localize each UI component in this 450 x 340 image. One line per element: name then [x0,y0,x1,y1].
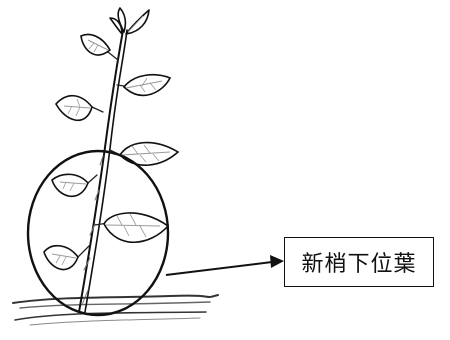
main-stem [78,29,128,313]
leaf-lower-left [51,173,89,198]
ground-line [12,294,219,326]
callout-label: 新梢下位葉 [284,237,434,287]
leaf-bottom-left [43,244,79,271]
leaf-upper-left [80,33,112,56]
leaf-lower-middle-right [118,141,180,166]
leaf-middle-right [122,73,172,97]
leaf-top-bud [109,7,150,35]
petioles [77,51,125,258]
leaf-middle-left [55,94,93,121]
highlight-circle [26,149,170,317]
leaf-lower-right [103,212,170,244]
callout-arrow [165,255,284,276]
